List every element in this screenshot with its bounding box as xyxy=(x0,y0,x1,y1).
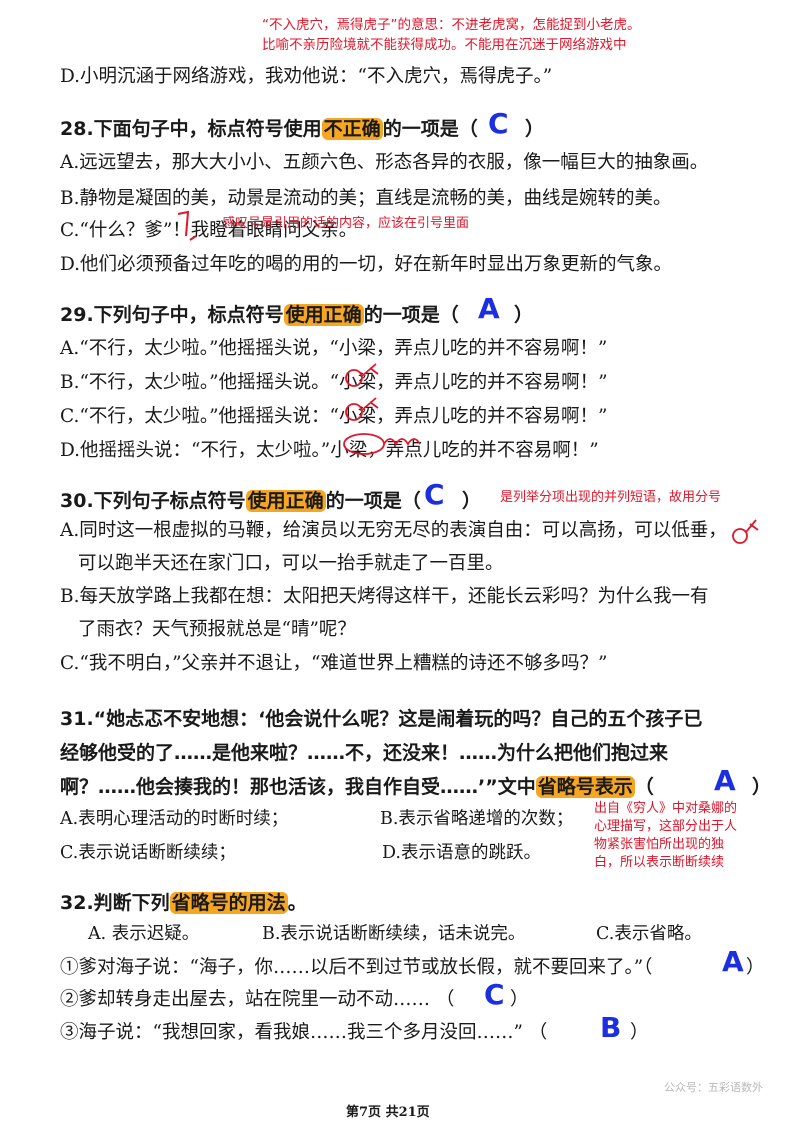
q28-note: 感叹号是引用的话的内容，应该在引号里面 xyxy=(222,216,470,231)
q30-prefix: 30.下列句子标点符号 xyxy=(60,490,246,512)
q30-stem: 30.下列句子标点符号使用正确的一项是（ xyxy=(60,486,421,513)
q28-close-paren: ） xyxy=(525,118,545,140)
q30-note: 是列举分项出现的并列短语，故用分号 xyxy=(500,490,722,505)
q32-item-2-answer: C xyxy=(484,978,505,1011)
q28-option-d: D.他们必须预备过年吃的喝的用的一切，好在新年时显出万象更新的气象。 xyxy=(60,254,673,275)
q28-suffix: 的一项是（ xyxy=(382,118,478,140)
q31-highlight: 省略号表示 xyxy=(535,776,635,798)
q30-option-a-line1: A.同时这一根虚拟的马鞭，给演员以无穷无尽的表演自由：可以高扬，可以低垂， xyxy=(60,520,727,541)
q31-option-b: B.表示省略递增的次数； xyxy=(380,809,574,829)
q32-suffix: 。 xyxy=(287,892,307,914)
q29-option-c: C.“不行，太少啦。”他摇摇头说：“小梁，弄点儿吃的并不容易啊！” xyxy=(60,406,608,427)
q30-correction-mark xyxy=(732,519,759,544)
q30-close-paren: ） xyxy=(462,490,482,512)
q29-close-paren: ） xyxy=(514,304,534,326)
q31-note-line1: 出自《穷人》中对桑娜的 xyxy=(594,801,738,816)
q31-stem-line3: 啊？……他会揍我的！那也活该，我自作自受……’”文中省略号表示（ xyxy=(60,772,654,799)
q29-option-d: D.他摇摇头说：“不行，太少啦。”小梁，弄点儿吃的并不容易啊！” xyxy=(60,440,599,461)
q31-answer: A xyxy=(714,764,736,797)
q32-choice-b: B.表示说话断断续续，话未说完。 xyxy=(262,924,526,944)
q29-option-a: A.“不行，太少啦。”他摇摇头说，“小梁，弄点儿吃的并不容易啊！” xyxy=(60,338,608,359)
q28-answer: C xyxy=(488,107,509,140)
q32-item-1: ①爹对海子说：“海子，你……以后不到过节或放长假，就不要回来了。”（ xyxy=(60,957,653,978)
q32-item-2-close: ） xyxy=(510,989,529,1010)
q29-stem: 29.下列句子中，标点符号使用正确的一项是（ xyxy=(60,300,459,327)
q31-stem-line1: 31.“她忐忑不安地想：‘他会说什么呢？这是闹着玩的吗？自己的五个孩子已 xyxy=(60,708,703,730)
q31-open-paren: （ xyxy=(634,776,654,798)
q31-close-paren: ） xyxy=(752,776,772,798)
watermark: 公众号：五彩语数外 xyxy=(664,1081,763,1094)
q31-option-a: A.表明心理活动的时断时续； xyxy=(60,809,289,829)
q31-note-line3: 物紧张害怕所出现的独 xyxy=(594,837,725,852)
q31-option-c: C.表示说话断断续续； xyxy=(60,843,236,863)
q30-option-b-line2: 了雨衣？天气预报就总是“晴”呢？ xyxy=(78,619,356,640)
q27-option-d: D.小明沉涵于网络游戏，我劝他说：“不入虎穴，焉得虎子。” xyxy=(60,66,553,87)
q31-option-d: D.表示语意的跳跃。 xyxy=(382,843,541,863)
q32-item-3-answer: B xyxy=(600,1011,622,1044)
q30-option-b-line1: B.每天放学路上我都在想：太阳把天烤得这样干，还能长云彩吗？为什么我一有 xyxy=(60,586,709,607)
q28-option-c: C.“什么？爹”！我瞪着眼睛问父亲。 xyxy=(60,220,358,241)
q31-line3-prefix: 啊？……他会揍我的！那也活该，我自作自受……’”文中 xyxy=(60,776,536,798)
q32-highlight: 省略号的用法 xyxy=(169,892,288,914)
q30-highlight: 使用正确 xyxy=(245,490,326,512)
note-idiom-meaning-1: “不入虎穴，焉得虎子”的意思：不进老虎窝，怎能捉到小老虎。 xyxy=(262,17,641,33)
q31-stem-line2: 经够他受的了……是他来啦？……不，还没来！……为什么把他们抱过来 xyxy=(60,742,669,764)
q32-item-1-close: ） xyxy=(746,957,765,978)
q30-answer: C xyxy=(424,478,445,511)
q28-option-a: A.远远望去，那大大小小、五颜六色、形态各异的衣服，像一幅巨大的抽象画。 xyxy=(60,152,709,173)
q32-stem: 32.判断下列省略号的用法。 xyxy=(60,888,307,915)
q30-suffix: 的一项是（ xyxy=(325,490,421,512)
q32-item-3: ③海子说：“我想回家，看我娘……我三个多月没回……” （ xyxy=(60,1022,548,1043)
q32-choice-c: C.表示省略。 xyxy=(596,924,702,944)
q28-prefix: 28.下面句子中，标点符号使用 xyxy=(60,118,322,140)
q32-item-1-answer: A xyxy=(722,945,744,978)
q29-suffix: 的一项是（ xyxy=(363,304,459,326)
q28-option-b: B.静物是凝固的美，动景是流动的美；直线是流畅的美，曲线是婉转的美。 xyxy=(60,188,672,209)
q28-highlight: 不正确 xyxy=(321,118,383,140)
q30-option-c: C.“我不明白，”父亲并不退让，“难道世界上糟糕的诗还不够多吗？” xyxy=(60,653,608,674)
page-footer: 第7页 共21页 xyxy=(346,1105,430,1120)
q32-item-2: ②爹却转身走出屋去，站在院里一动不动…… （ xyxy=(60,989,455,1010)
q28-stem: 28.下面句子中，标点符号使用不正确的一项是（ xyxy=(60,114,478,141)
q29-prefix: 29.下列句子中，标点符号 xyxy=(60,304,284,326)
q32-prefix: 32.判断下列 xyxy=(60,892,170,914)
q31-note-line4: 白，所以表示断断续续 xyxy=(594,855,725,870)
q29-highlight: 使用正确 xyxy=(283,304,364,326)
q29-option-b: B.“不行，太少啦。”他摇摇头说。“小梁，弄点儿吃的并不容易啊！” xyxy=(60,372,608,393)
q28-correction-mark xyxy=(177,210,197,241)
note-idiom-meaning-2: 比喻不亲历险境就不能获得成功。不能用在沉迷于网络游戏中 xyxy=(262,37,627,53)
q29-answer: A xyxy=(478,292,500,325)
q32-choice-a: A. 表示迟疑。 xyxy=(88,924,200,944)
q29-correction-marks xyxy=(343,363,421,455)
q31-note-line2: 心理描写，这部分出于人 xyxy=(594,819,738,834)
q30-option-a-line2: 可以跑半天还在家门口，可以一抬手就走了一百里。 xyxy=(78,553,504,574)
q32-item-3-close: ） xyxy=(630,1022,649,1043)
